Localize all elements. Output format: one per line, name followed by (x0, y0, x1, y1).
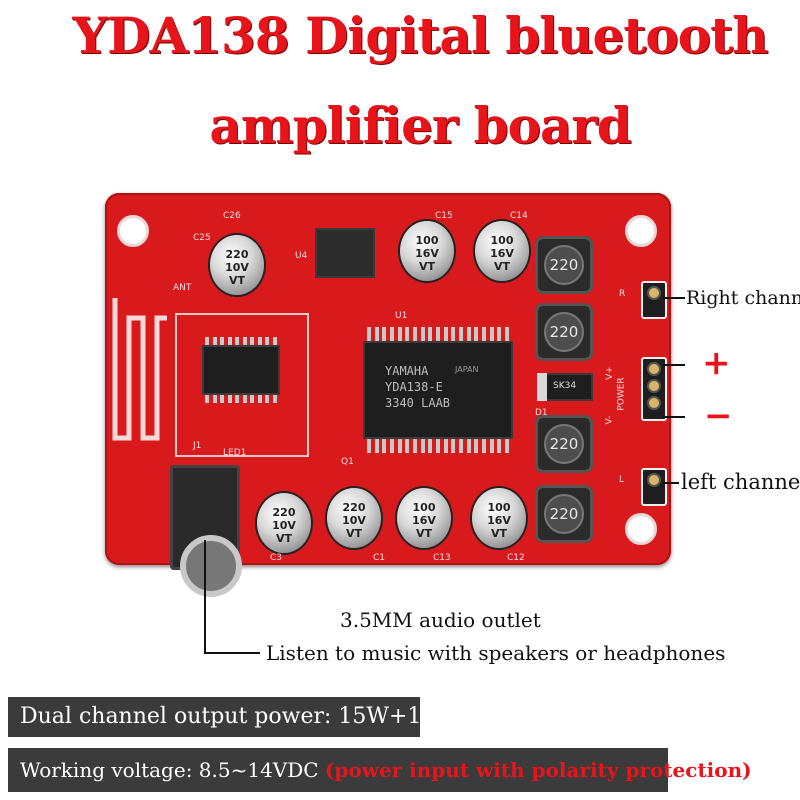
silk-ant: ANT (173, 283, 192, 293)
capacitor: 220 10V VT (327, 488, 381, 548)
capacitor-mark: VT (275, 532, 293, 545)
silk-d1: D1 (535, 408, 548, 418)
silk-power: POWER (616, 377, 627, 411)
capacitor-value: 100 (415, 234, 439, 247)
silk-r: R (619, 289, 626, 299)
capacitor-value: 100 (412, 501, 436, 514)
inductor-value: 220 (549, 323, 579, 341)
silk-c3: C3 (270, 553, 283, 563)
silk-q1: Q1 (341, 457, 354, 467)
inductor: 220 (535, 485, 593, 543)
capacitor-mark: VT (490, 527, 508, 540)
capacitor-volt: 16V (487, 514, 511, 527)
inductor-value: 220 (549, 435, 579, 453)
leader-line (204, 652, 260, 654)
capacitor-mark: VT (493, 260, 511, 273)
capacitor-volt: 16V (490, 247, 514, 260)
mounting-hole (625, 215, 657, 247)
capacitor-value: 100 (490, 234, 514, 247)
diode-text: SK34 (553, 381, 577, 391)
silk-c12: C12 (507, 553, 525, 563)
spec-power-output: Dual channel output power: 15W+15W (8, 697, 458, 737)
mounting-hole (117, 215, 149, 247)
label-outlet-title: 3.5MM audio outlet (340, 608, 541, 632)
capacitor-volt: 16V (415, 247, 439, 260)
diode: SK34 (537, 373, 593, 401)
antenna-trace (105, 288, 175, 458)
capacitor-mark: VT (418, 260, 436, 273)
left-channel-connector[interactable] (641, 468, 667, 506)
label-outlet-desc: Listen to music with speakers or headpho… (266, 641, 726, 665)
label-plus: + (702, 343, 731, 383)
silk-c15: C15 (435, 211, 453, 221)
capacitor-volt: 10V (342, 514, 366, 527)
silk-c25: C25 (193, 233, 211, 243)
capacitor: 100 16V VT (397, 488, 451, 548)
capacitor: 100 16V VT (400, 221, 454, 281)
chip-text-model: YDA138-E (385, 380, 443, 394)
label-right-channel: Right channel (686, 287, 800, 309)
silk-c13: C13 (433, 553, 451, 563)
mounting-hole (625, 513, 657, 545)
power-connector[interactable] (641, 357, 667, 421)
inductor-value: 220 (549, 256, 579, 274)
silk-vplus: V+ (604, 366, 615, 380)
capacitor-value: 220 (225, 248, 249, 261)
leader-line (663, 364, 685, 366)
capacitor-mark: VT (415, 527, 433, 540)
spec-working-voltage: Working voltage: 8.5~14VDC (power input … (8, 748, 752, 792)
bluetooth-chip (202, 345, 280, 395)
label-minus: − (704, 396, 733, 436)
silk-u1: U1 (395, 311, 408, 321)
inductor: 220 (535, 236, 593, 294)
voltage-note: (power input with polarity protection) (324, 758, 752, 782)
silk-j1: J1 (193, 441, 202, 451)
capacitor: 220 10V VT (257, 493, 311, 553)
capacitor: 100 16V VT (472, 488, 526, 548)
inductor: 220 (535, 303, 593, 361)
chip-origin: JAPAN (455, 365, 479, 374)
capacitor: 100 16V VT (475, 221, 529, 281)
capacitor-value: 220 (272, 506, 296, 519)
capacitor-mark: VT (345, 527, 363, 540)
voltage-label: Working voltage: 8.5~14VDC (20, 758, 325, 782)
silk-c26: C26 (223, 211, 241, 221)
capacitor-volt: 10V (225, 261, 249, 274)
silk-led1: LED1 (223, 448, 247, 458)
capacitor: 220 10V VT (210, 235, 264, 295)
leader-line (663, 482, 679, 484)
capacitor-value: 220 (342, 501, 366, 514)
inductor: 220 (535, 415, 593, 473)
silk-c14: C14 (510, 211, 528, 221)
leader-line (663, 297, 685, 299)
leader-line (204, 540, 206, 654)
inductor-value: 220 (549, 505, 579, 523)
silk-c1: C1 (373, 553, 386, 563)
audio-jack[interactable] (170, 465, 242, 597)
capacitor-mark: VT (228, 274, 246, 287)
bluetooth-module (175, 313, 309, 457)
right-channel-connector[interactable] (641, 281, 667, 319)
silk-l: L (619, 475, 625, 485)
chip-text-lot: 3340 LAAB (385, 396, 451, 410)
silk-u4: U4 (295, 251, 308, 261)
chip-text-brand: YAMAHA (385, 364, 429, 378)
silk-vminus: V- (604, 415, 615, 425)
title-line-2: amplifier board (209, 96, 631, 155)
label-left-channel: left channel (681, 470, 800, 494)
leader-line (663, 416, 685, 418)
capacitor-volt: 16V (412, 514, 436, 527)
title-line-1: YDA138 Digital bluetooth (72, 6, 768, 65)
amplifier-chip: YAMAHA YDA138-E 3340 LAAB JAPAN (363, 341, 513, 439)
voltage-regulator (315, 228, 375, 278)
capacitor-volt: 10V (272, 519, 296, 532)
capacitor-value: 100 (487, 501, 511, 514)
